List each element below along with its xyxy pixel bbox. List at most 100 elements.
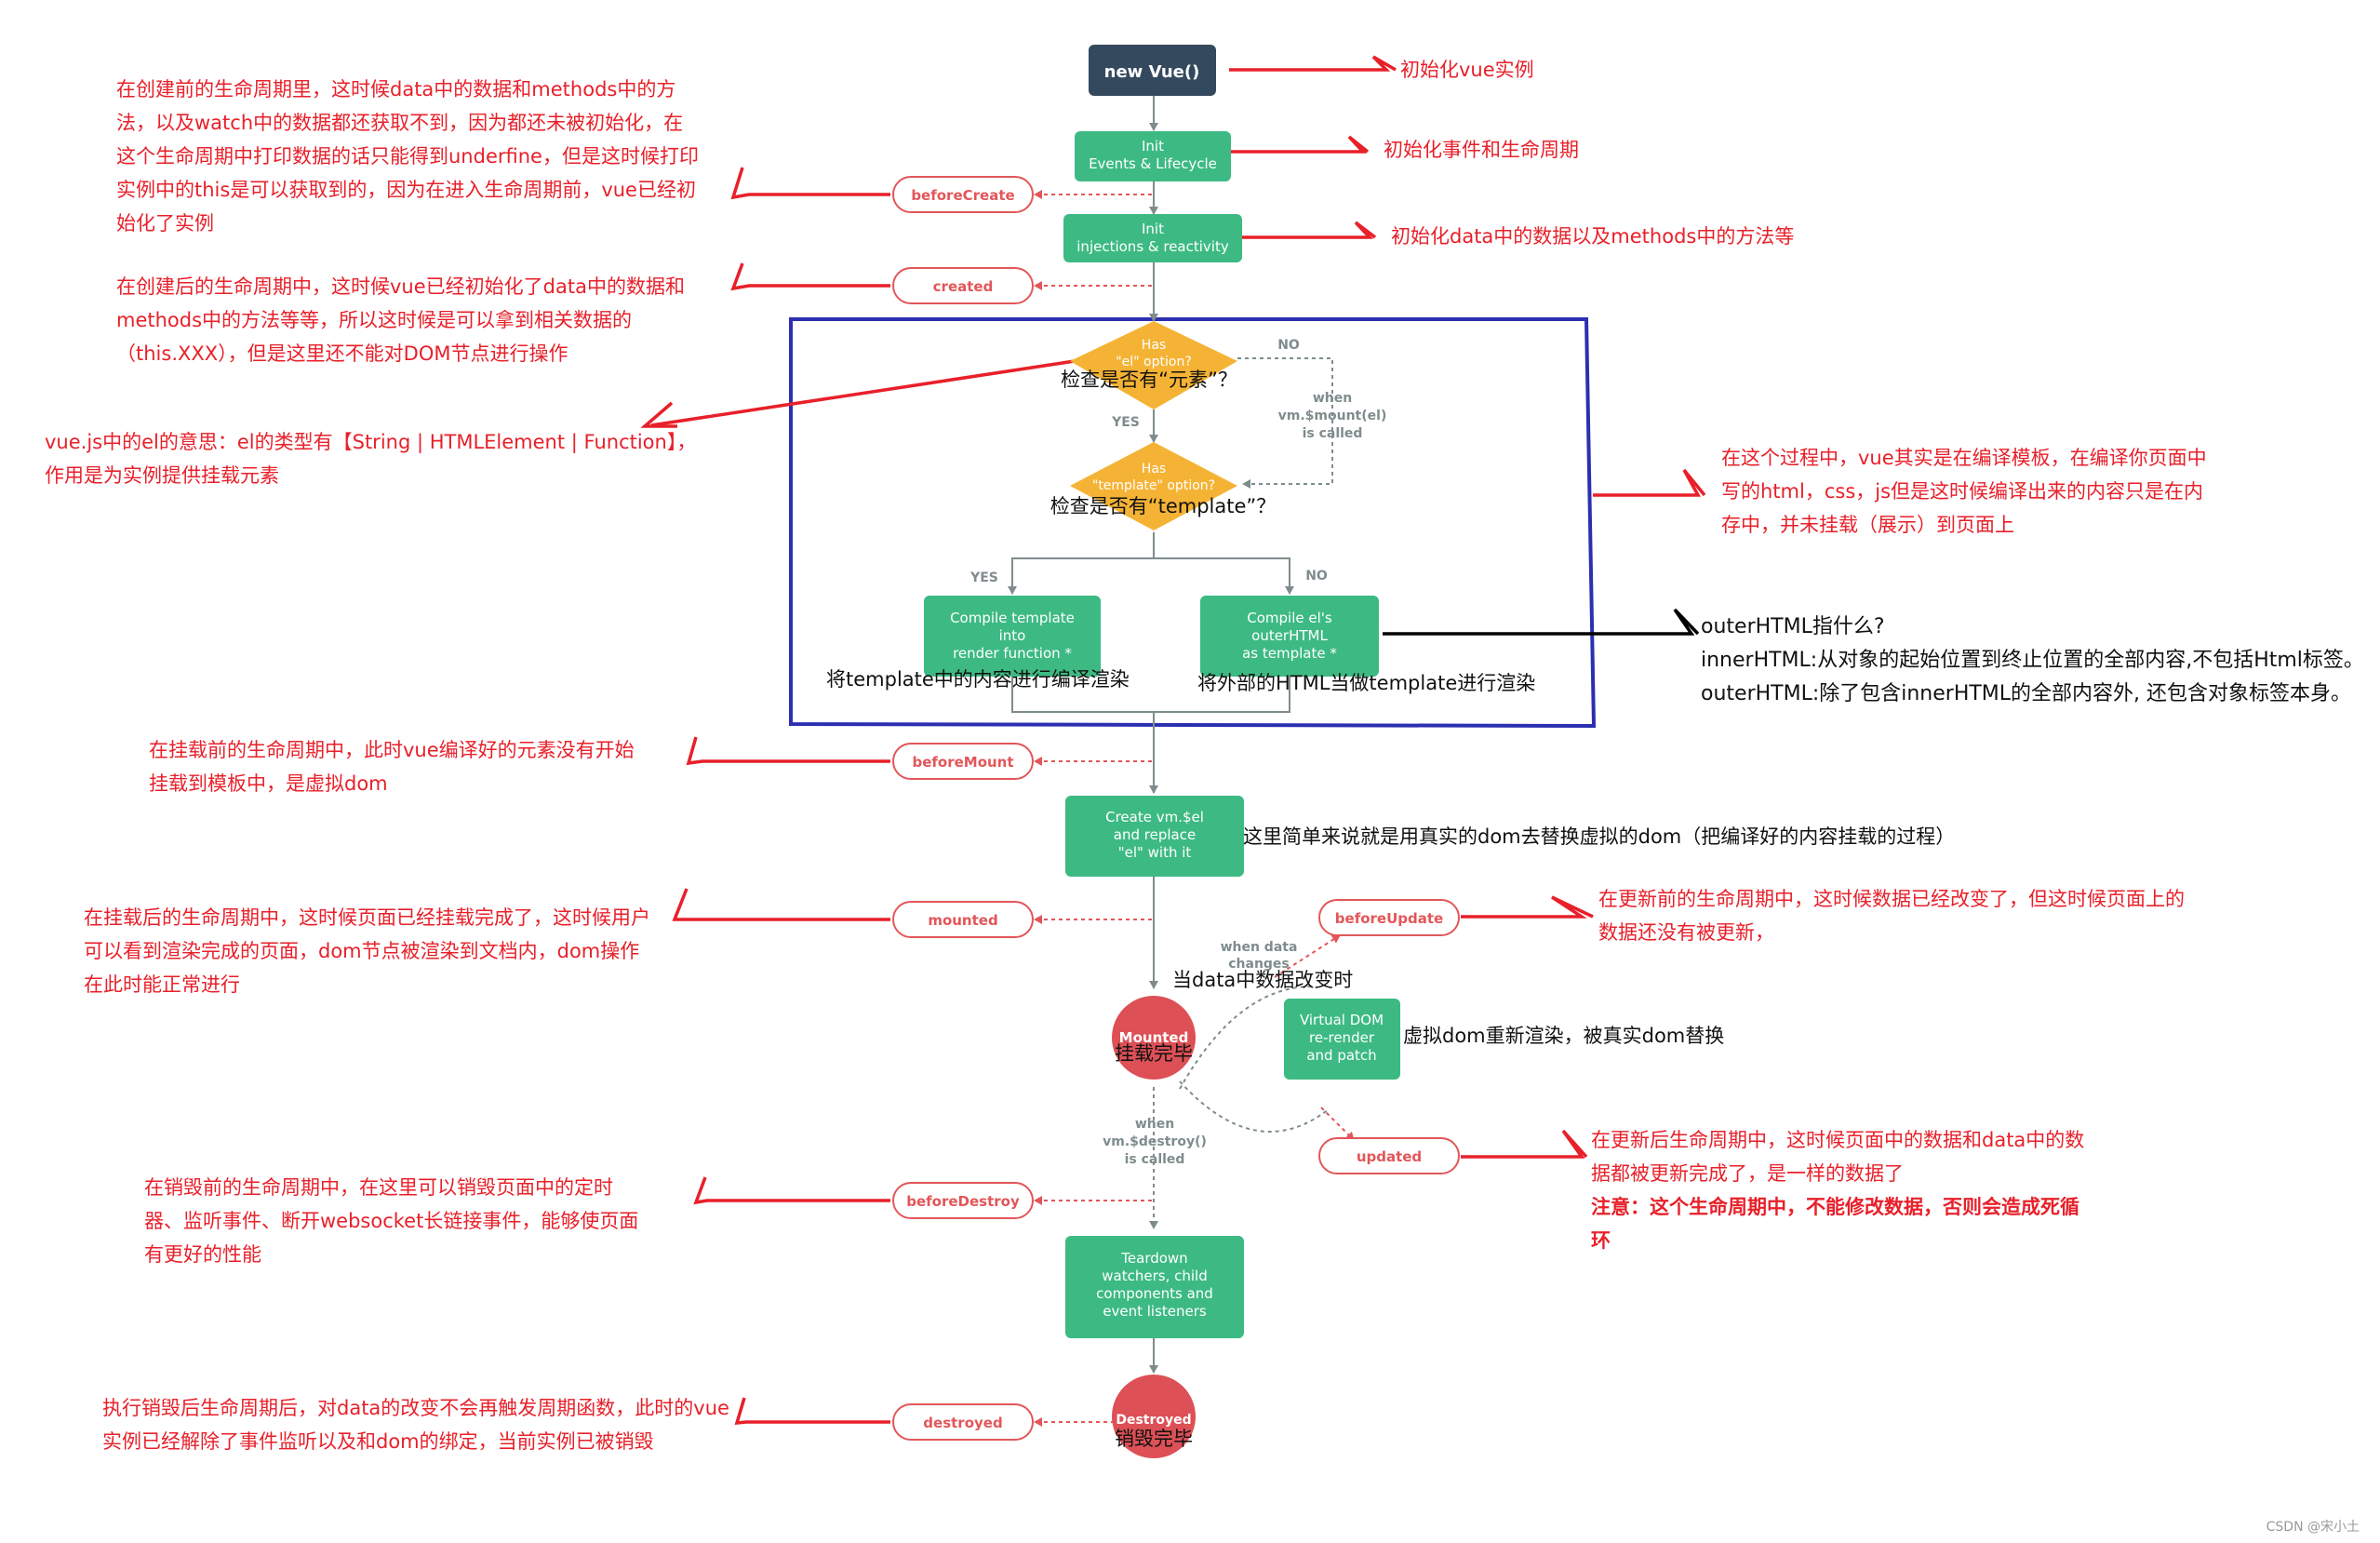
- node-compile-el: Compile el's outerHTML as template *: [1200, 596, 1379, 677]
- svg-text:changes: changes: [1228, 957, 1290, 972]
- svg-text:beforeMount: beforeMount: [912, 754, 1013, 771]
- main-flow: [1008, 96, 1294, 1374]
- svg-text:into: into: [999, 627, 1026, 644]
- new-vue-annotation: 初始化vue实例: [1400, 59, 1534, 81]
- svg-text:and patch: and patch: [1306, 1047, 1376, 1064]
- svg-text:Virtual DOM: Virtual DOM: [1300, 1012, 1384, 1028]
- svg-text:"template" option?: "template" option?: [1092, 478, 1215, 493]
- svg-text:beforeUpdate: beforeUpdate: [1335, 910, 1443, 927]
- svg-text:destroyed: destroyed: [923, 1415, 1002, 1431]
- svg-text:watchers, child: watchers, child: [1102, 1268, 1207, 1284]
- svg-text:这里简单来说就是用真实的dom去替换虚拟的dom（把编译好的: 这里简单来说就是用真实的dom去替换虚拟的dom（把编译好的内容挂载的过程）: [1243, 825, 1955, 848]
- mounted-annotation: 在挂载后的生命周期中，这时候页面已经挂载完成了，这时候用户 可以看到渲染完成的页…: [84, 906, 650, 996]
- svg-text:Compile el's: Compile el's: [1247, 610, 1332, 626]
- svg-text:NO: NO: [1277, 338, 1300, 353]
- node-destroyed: Destroyed: [1112, 1375, 1196, 1458]
- hook-before-destroy: beforeDestroy: [892, 1182, 1034, 1219]
- node-virtual-dom: Virtual DOM re-render and patch: [1284, 999, 1400, 1080]
- destroyed-annotation: 执行销毁后生命周期后，对data的改变不会再触发周期函数，此时的vue 实例已经…: [102, 1397, 729, 1453]
- svg-text:when: when: [1313, 391, 1352, 406]
- svg-text:检查是否有“元素”？: 检查是否有“元素”？: [1061, 369, 1237, 391]
- hook-updated: updated: [1318, 1137, 1460, 1174]
- hook-before-create: beforeCreate: [892, 176, 1034, 213]
- svg-text:"el" option?: "el" option?: [1116, 355, 1192, 369]
- svg-text:当data中数据改变时: 当data中数据改变时: [1172, 969, 1353, 991]
- before-destroy-annotation: 在销毁前的生命周期中，在这里可以销毁页面中的定时 器、监听事件、断开websoc…: [144, 1176, 639, 1266]
- before-mount-annotation: 在挂载前的生命周期中，此时vue编译好的元素没有开始 挂载到模板中，是虚拟dom: [149, 739, 635, 795]
- node-init-events: Init Events & Lifecycle: [1075, 131, 1231, 181]
- svg-text:as template *: as template *: [1242, 645, 1337, 662]
- hook-created: created: [892, 267, 1034, 304]
- node-mounted: Mounted: [1112, 996, 1196, 1080]
- svg-text:"el" with it: "el" with it: [1118, 844, 1192, 861]
- svg-text:YES: YES: [969, 570, 998, 585]
- svg-text:re-render: re-render: [1309, 1029, 1375, 1046]
- node-has-template: Has "template" option?: [1070, 442, 1237, 530]
- svg-text:outerHTML: outerHTML: [1251, 627, 1328, 644]
- svg-text:new Vue(): new Vue(): [1104, 62, 1200, 82]
- init-events-annotation: 初始化事件和生命周期: [1384, 139, 1579, 161]
- svg-text:Teardown: Teardown: [1120, 1250, 1187, 1267]
- svg-text:event listeners: event listeners: [1103, 1303, 1207, 1320]
- svg-text:Init: Init: [1142, 138, 1164, 154]
- svg-text:is called: is called: [1125, 1152, 1185, 1167]
- svg-text:Has: Has: [1142, 338, 1166, 353]
- edge-labels: NO when vm.$mount(el) is called YES YES …: [969, 338, 1386, 1167]
- annotation-arrows: [640, 55, 1706, 1426]
- svg-text:Create vm.$el: Create vm.$el: [1105, 809, 1204, 825]
- outerhtml-arrow: [1383, 608, 1700, 636]
- svg-text:Compile template: Compile template: [950, 610, 1075, 626]
- svg-text:虚拟dom重新渲染，被真实dom替换: 虚拟dom重新渲染，被真实dom替换: [1403, 1025, 1724, 1047]
- updated-warning: 注意：这个生命周期中，不能修改数据，否则会造成死循: [1591, 1196, 2079, 1218]
- svg-text:Init: Init: [1142, 221, 1164, 237]
- hook-destroyed: destroyed: [892, 1403, 1034, 1441]
- svg-text:Has: Has: [1142, 462, 1166, 476]
- overlay-labels: 检查是否有“元素”？ 检查是否有“template”？ 将template中的内…: [826, 369, 1955, 1450]
- hook-mounted: mounted: [892, 901, 1034, 938]
- svg-text:render function *: render function *: [953, 645, 1072, 662]
- svg-text:检查是否有“template”？: 检查是否有“template”？: [1050, 495, 1277, 517]
- svg-text:updated: updated: [1357, 1148, 1422, 1165]
- watermark: CSDN @宋小土: [2266, 1520, 2360, 1535]
- updated-annotation: 在更新后生命周期中，这时候页面中的数据和data中的数 据都被更新完成了，是一样…: [1591, 1123, 2149, 1257]
- created-annotation: 在创建后的生命周期中，这时候vue已经初始化了data中的数据和 methods…: [116, 275, 685, 365]
- svg-text:vm.$mount(el): vm.$mount(el): [1278, 409, 1387, 423]
- el-annotation: vue.js中的el的意思：el的类型有【String | HTMLElemen…: [45, 431, 697, 487]
- node-create-vm-el: Create vm.$el and replace "el" with it: [1065, 796, 1244, 877]
- node-init-injections: Init injections & reactivity: [1063, 214, 1242, 262]
- svg-text:YES: YES: [1111, 415, 1140, 430]
- svg-text:销毁完毕: 销毁完毕: [1115, 1428, 1193, 1450]
- svg-text:Mounted: Mounted: [1119, 1029, 1189, 1046]
- svg-text:created: created: [933, 278, 994, 295]
- svg-text:is called: is called: [1303, 426, 1363, 441]
- svg-text:and replace: and replace: [1114, 826, 1196, 843]
- svg-text:vm.$destroy(): vm.$destroy(): [1103, 1134, 1207, 1149]
- svg-text:when: when: [1135, 1117, 1174, 1132]
- svg-text:NO: NO: [1305, 569, 1328, 584]
- outer-html-annotation: outerHTML指什么? innerHTML:从对象的起始位置到终止位置的全部…: [1701, 615, 2364, 705]
- node-has-el: Has "el" option?: [1070, 321, 1237, 409]
- svg-text:将外部的HTML当做template进行渲染: 将外部的HTML当做template进行渲染: [1197, 672, 1535, 694]
- before-update-annotation: 在更新前的生命周期中，这时候数据已经改变了，但这时候页面上的 数据还没有被更新，: [1598, 888, 2185, 944]
- hook-connectors: [1034, 190, 1355, 1427]
- svg-text:挂载完毕: 挂载完毕: [1115, 1042, 1193, 1065]
- svg-text:injections & reactivity: injections & reactivity: [1076, 238, 1229, 255]
- node-compile-template: Compile template into render function *: [924, 596, 1101, 677]
- svg-text:Events & Lifecycle: Events & Lifecycle: [1089, 155, 1217, 172]
- before-create-annotation: 在创建前的生命周期里，这时候data中的数据和methods中的方 法，以及wa…: [116, 78, 699, 235]
- svg-text:mounted: mounted: [928, 912, 997, 929]
- dashed-flow: [1149, 357, 1333, 1229]
- hook-before-mount: beforeMount: [892, 743, 1034, 780]
- svg-text:beforeDestroy: beforeDestroy: [906, 1193, 1020, 1210]
- svg-text:components and: components and: [1096, 1285, 1213, 1302]
- svg-text:将template中的内容进行编译渲染: 将template中的内容进行编译渲染: [826, 668, 1130, 691]
- svg-text:Destroyed: Destroyed: [1116, 1413, 1191, 1428]
- compile-annotation: 在这个过程中，vue其实是在编译模板，在编译你页面中 写的html，css，js…: [1721, 447, 2207, 536]
- init-injections-annotation: 初始化data中的数据以及methods中的方法等: [1391, 225, 1795, 248]
- node-teardown: Teardown watchers, child components and …: [1065, 1236, 1244, 1338]
- node-new-vue: new Vue(): [1089, 45, 1216, 96]
- hook-before-update: beforeUpdate: [1318, 899, 1460, 936]
- svg-text:beforeCreate: beforeCreate: [911, 187, 1014, 204]
- svg-text:when data: when data: [1221, 940, 1298, 955]
